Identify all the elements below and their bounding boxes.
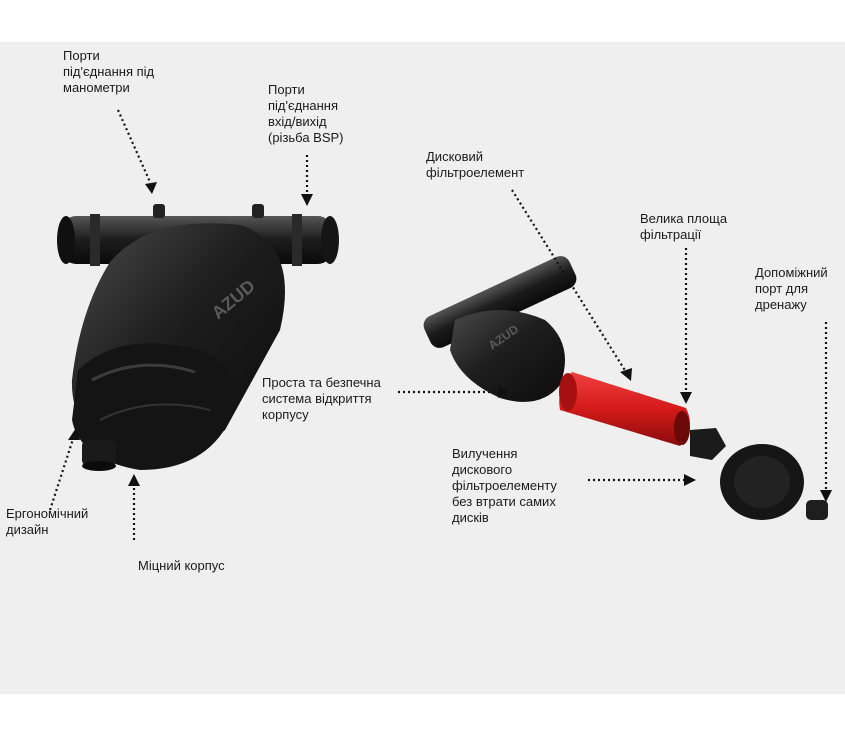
label-gauge-ports: Порти під'єднання під манометри bbox=[63, 48, 155, 95]
red-disc-element bbox=[559, 372, 690, 446]
label-large-area: Велика площа фільтрації bbox=[640, 211, 728, 242]
outlet-port bbox=[321, 216, 339, 264]
leader-ergonomic bbox=[48, 435, 76, 511]
label-safe-opening: Проста та безпечна система відкриття кор… bbox=[262, 375, 381, 422]
gauge-port-right bbox=[252, 204, 264, 218]
leader-gauge-ports bbox=[116, 109, 152, 183]
label-ergonomic: Ергономічний дизайн bbox=[6, 506, 89, 537]
assembled-filter: AZUD bbox=[57, 204, 339, 471]
exploded-drain-plug bbox=[806, 500, 828, 520]
exploded-housing bbox=[450, 310, 565, 402]
exploded-filter: AZUD bbox=[423, 256, 828, 520]
label-drain-port: Допоміжний порт для дренажу bbox=[755, 265, 828, 312]
label-strong-body: Міцний корпус bbox=[138, 558, 225, 573]
label-removal: Вилучення дискового фільтроелементу без … bbox=[452, 446, 557, 525]
locking-nut bbox=[690, 428, 726, 460]
label-inout-ports: Порти під'єднання вхід/вихід (різьба BSP… bbox=[268, 82, 344, 145]
gauge-port-left bbox=[153, 204, 165, 218]
filter-cover bbox=[72, 343, 234, 470]
label-disc-element: Дисковий фільтроелемент bbox=[426, 149, 525, 180]
leader-disc-element bbox=[511, 189, 627, 373]
drain-plug bbox=[82, 440, 116, 466]
inlet-port bbox=[57, 216, 75, 264]
leader-lines bbox=[48, 109, 828, 540]
leader-arrowheads bbox=[68, 182, 832, 502]
